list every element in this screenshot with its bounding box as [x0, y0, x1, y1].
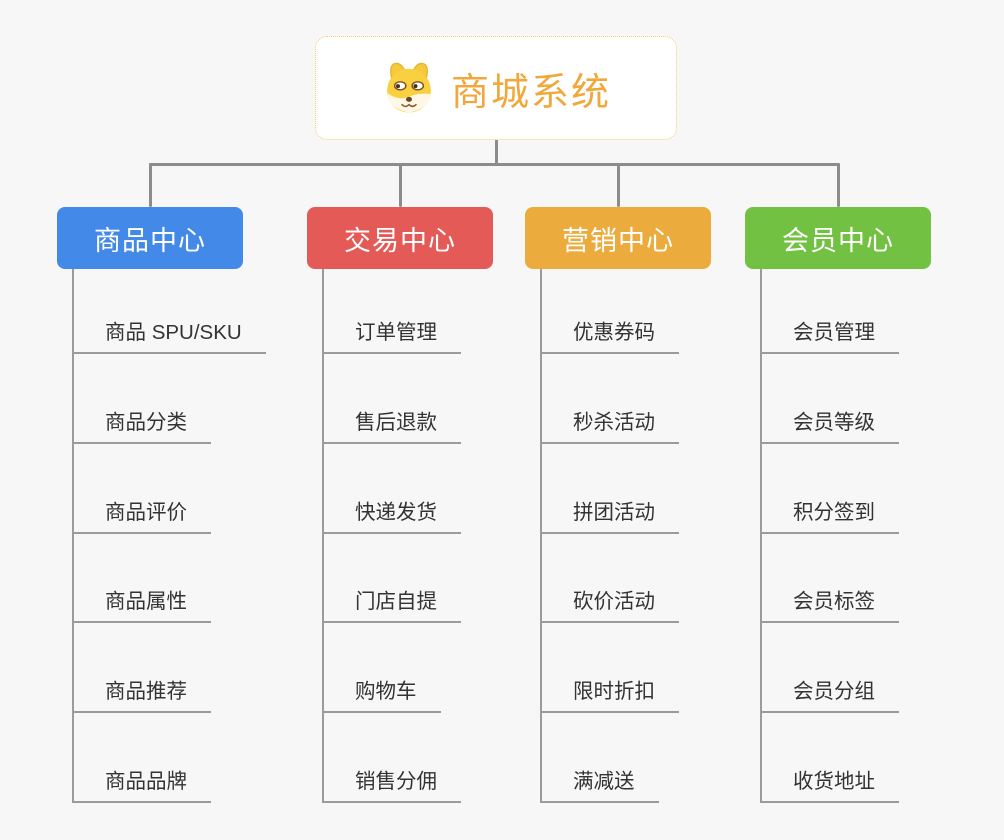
leaf-node[interactable]: 会员管理 — [760, 269, 899, 354]
connector-horizontal — [148, 163, 840, 166]
branch-item-list: 会员管理 会员等级 积分签到 会员标签 会员分组 收货地址 — [745, 269, 985, 803]
leaf-node[interactable]: 商品分类 — [72, 354, 211, 444]
branch-item-list: 订单管理 售后退款 快递发货 门店自提 购物车 销售分佣 — [307, 269, 547, 803]
leaf-label: 会员等级 — [793, 410, 875, 434]
leaf-label: 限时折扣 — [573, 680, 655, 704]
leaf-node[interactable]: 收货地址 — [760, 713, 899, 803]
leaf-node[interactable]: 会员等级 — [760, 354, 899, 444]
branch-vertical-line — [72, 269, 74, 803]
leaf-node[interactable]: 商品推荐 — [72, 623, 211, 714]
branch-label: 商品中心 — [94, 225, 206, 256]
connector-drop — [398, 163, 402, 207]
branch-vertical-line — [760, 269, 762, 803]
leaf-label: 商品品牌 — [105, 769, 187, 793]
leaf-label: 快递发货 — [355, 500, 437, 524]
leaf-label: 商品评价 — [105, 500, 187, 524]
root-label: 商城系统 — [450, 71, 611, 114]
leaf-node[interactable]: 会员分组 — [760, 623, 899, 714]
leaf-label: 门店自提 — [355, 590, 437, 614]
leaf-node[interactable]: 商品评价 — [72, 444, 211, 534]
leaf-node[interactable]: 快递发货 — [322, 444, 461, 534]
branch-label: 会员中心 — [782, 225, 894, 256]
leaf-node[interactable]: 销售分佣 — [322, 713, 461, 803]
branch-vertical-line — [540, 269, 542, 803]
leaf-node[interactable]: 砍价活动 — [540, 534, 679, 624]
leaf-node[interactable]: 购物车 — [322, 623, 441, 714]
leaf-node[interactable]: 会员标签 — [760, 534, 899, 624]
connector-drop — [616, 163, 620, 207]
leaf-node[interactable]: 限时折扣 — [540, 623, 679, 714]
leaf-label: 商品推荐 — [105, 680, 187, 704]
leaf-label: 优惠券码 — [573, 321, 655, 344]
leaf-label: 购物车 — [355, 680, 417, 704]
branch-node[interactable]: 商品中心 — [57, 207, 243, 269]
leaf-node[interactable]: 门店自提 — [322, 534, 461, 624]
leaf-node[interactable]: 商品品牌 — [72, 713, 211, 803]
branch-column: 交易中心 订单管理 售后退款 快递发货 门店自提 购物车 销售分佣 — [307, 207, 547, 803]
connector-stub — [494, 140, 498, 165]
leaf-node[interactable]: 商品属性 — [72, 534, 211, 624]
leaf-label: 砍价活动 — [573, 590, 655, 614]
leaf-label: 订单管理 — [355, 321, 437, 344]
branch-item-list: 商品 SPU/SKU 商品分类 商品评价 商品属性 商品推荐 商品品牌 — [57, 269, 297, 803]
connector-drop — [148, 163, 152, 207]
leaf-label: 售后退款 — [355, 410, 437, 434]
leaf-label: 秒杀活动 — [573, 410, 655, 434]
root-node[interactable]: 商城系统 — [315, 36, 677, 140]
leaf-label: 满减送 — [573, 769, 635, 793]
branch-item-list: 优惠券码 秒杀活动 拼团活动 砍价活动 限时折扣 满减送 — [525, 269, 765, 803]
leaf-label: 收货地址 — [793, 769, 875, 793]
branch-label: 交易中心 — [344, 225, 456, 256]
leaf-label: 商品 SPU/SKU — [105, 321, 242, 344]
branch-node[interactable]: 营销中心 — [525, 207, 711, 269]
branch-column: 商品中心 商品 SPU/SKU 商品分类 商品评价 商品属性 商品推荐 商品品牌 — [57, 207, 297, 803]
leaf-node[interactable]: 商品 SPU/SKU — [72, 269, 266, 354]
leaf-node[interactable]: 满减送 — [540, 713, 659, 803]
leaf-label: 商品属性 — [105, 590, 187, 614]
leaf-node[interactable]: 优惠券码 — [540, 269, 679, 354]
leaf-label: 积分签到 — [793, 500, 875, 524]
branch-column: 会员中心 会员管理 会员等级 积分签到 会员标签 会员分组 收货地址 — [745, 207, 985, 803]
leaf-label: 会员分组 — [793, 680, 875, 704]
leaf-node[interactable]: 售后退款 — [322, 354, 461, 444]
leaf-node[interactable]: 秒杀活动 — [540, 354, 679, 444]
leaf-label: 会员标签 — [793, 590, 875, 614]
leaf-node[interactable]: 积分签到 — [760, 444, 899, 534]
leaf-label: 会员管理 — [793, 321, 875, 344]
branch-column: 营销中心 优惠券码 秒杀活动 拼团活动 砍价活动 限时折扣 满减送 — [525, 207, 765, 803]
doge-icon — [381, 60, 437, 116]
leaf-node[interactable]: 拼团活动 — [540, 444, 679, 534]
leaf-label: 商品分类 — [105, 410, 187, 434]
leaf-label: 销售分佣 — [355, 769, 437, 793]
connector-drop — [836, 163, 840, 207]
leaf-label: 拼团活动 — [573, 500, 655, 524]
branch-node[interactable]: 交易中心 — [307, 207, 493, 269]
leaf-node[interactable]: 订单管理 — [322, 269, 461, 354]
branch-node[interactable]: 会员中心 — [745, 207, 931, 269]
branch-label: 营销中心 — [562, 225, 674, 256]
branch-vertical-line — [322, 269, 324, 803]
